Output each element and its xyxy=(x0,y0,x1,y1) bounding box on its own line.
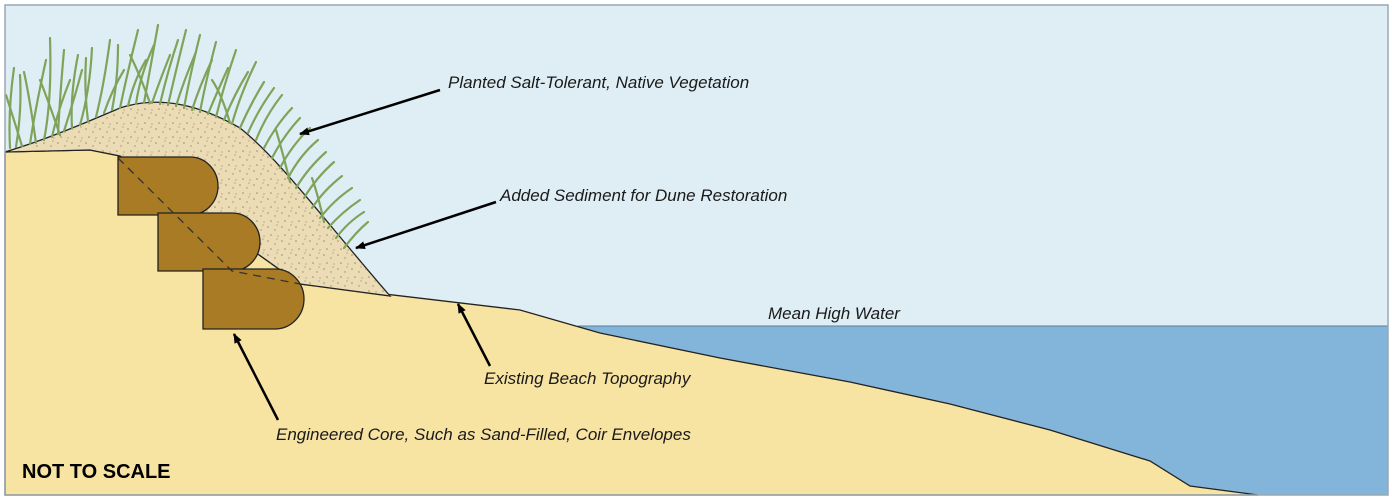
not-to-scale-label: NOT TO SCALE xyxy=(22,461,171,483)
sediment-label: Added Sediment for Dune Restoration xyxy=(499,186,787,205)
vegetation-arrow xyxy=(299,88,441,136)
engineered-core-arrow xyxy=(232,333,280,421)
beach-topography-arrow xyxy=(456,303,492,367)
coir-envelope-bottom xyxy=(202,268,305,330)
core-dashed-line xyxy=(117,157,301,285)
beach-topography-label: Existing Beach Topography xyxy=(484,369,692,388)
dune-grass xyxy=(4,23,370,250)
coir-envelope-middle xyxy=(157,212,261,272)
coir-envelope-top xyxy=(117,156,219,216)
sediment-arrow xyxy=(355,200,497,250)
diagram-frame xyxy=(4,4,1389,496)
mean-high-water-label: Mean High Water xyxy=(768,304,901,323)
engineered-core-label: Engineered Core, Such as Sand-Filled, Co… xyxy=(276,425,691,444)
vegetation-label: Planted Salt-Tolerant, Native Vegetation xyxy=(448,73,749,92)
